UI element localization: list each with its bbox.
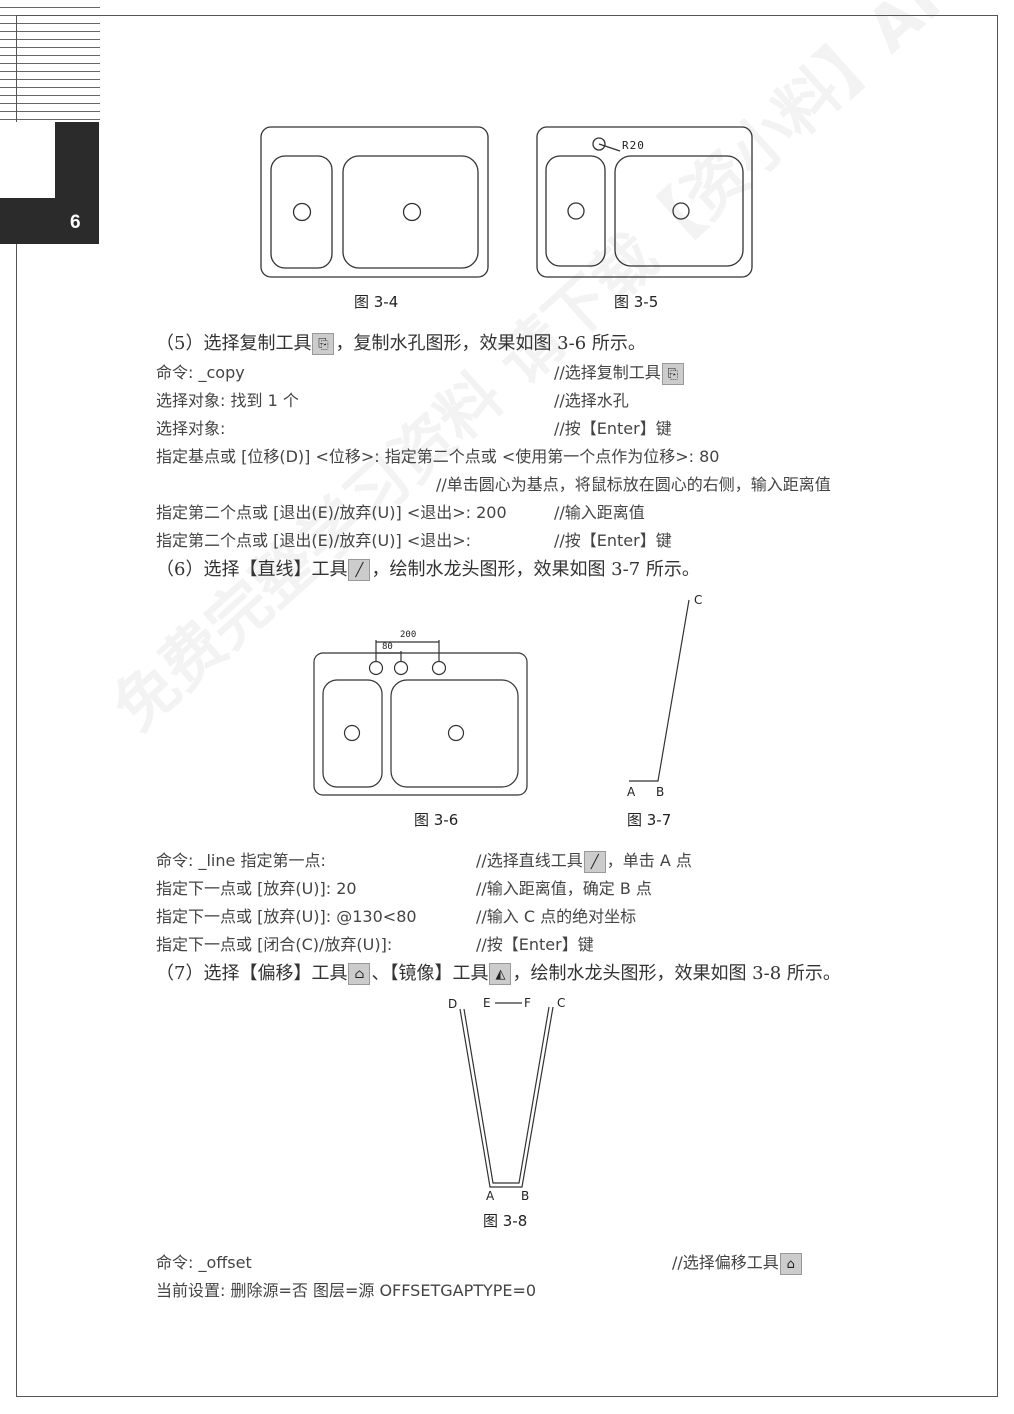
command-comment: //选择水孔 [554,391,629,410]
command-comment: //按【Enter】键 [476,935,594,954]
step-5: （5）选择复制工具⎘，复制水孔图形，效果如图 3-6 所示。 [156,333,646,355]
offset-icon: ⌂ [779,1252,802,1275]
command-comment: //按【Enter】键 [554,419,672,438]
command-line: 选择对象: 找到 1 个 [156,391,299,410]
radius-label: R20 [622,139,645,152]
command-comment: //输入距离值，确定 B 点 [476,879,652,898]
command-line: 指定基点或 [位移(D)] <位移>: 指定第二个点或 <使用第一个点作为位移>… [156,447,720,466]
command-line: 指定下一点或 [闭合(C)/放弃(U)]: [156,935,393,954]
command-line: 选择对象: [156,419,226,438]
copy-icon: ⎘ [312,333,335,355]
command-line: 指定下一点或 [放弃(U)]: 20 [156,879,357,898]
command-comment: //选择复制工具⎘ [554,359,685,385]
figure-3-5 [536,126,753,278]
page-frame [16,15,998,1397]
chapter-number: 6 [70,212,81,233]
point-label: B [521,1189,530,1203]
command-comment: //选择直线工具╱，单击 A 点 [476,847,692,873]
command-comment: //输入 C 点的绝对坐标 [476,907,637,926]
point-label: F [524,996,531,1010]
figure-caption: 图 3-6 [414,811,459,829]
command-comment: //按【Enter】键 [554,531,672,550]
dimension-label: 80 [382,642,393,652]
command-line: 指定第二个点或 [退出(E)/放弃(U)] <退出>: 200 [156,503,507,522]
chapter-tab: 6 [0,122,99,244]
dimension-label: 200 [400,630,417,640]
point-label: A [627,785,636,799]
command-comment: //选择偏移工具⌂ [672,1249,803,1275]
line-icon: ╱ [583,850,606,873]
copy-icon: ⎘ [661,362,684,385]
point-label: B [656,785,665,799]
figure-caption: 图 3-7 [627,811,672,829]
command-line: 指定第二个点或 [退出(E)/放弃(U)] <退出>: [156,531,472,550]
step-6: （6）选择【直线】工具╱，绘制水龙头图形，效果如图 3-7 所示。 [156,559,700,581]
offset-icon: ⌂ [348,963,371,985]
step-7: （7）选择【偏移】工具⌂、【镜像】工具◭，绘制水龙头图形，效果如图 3-8 所示… [156,963,841,985]
figure-3-4 [260,126,489,278]
point-label: C [557,996,566,1010]
point-label: E [483,996,491,1010]
line-icon: ╱ [348,559,371,581]
figure-3-7 [629,599,690,782]
figure-caption: 图 3-4 [354,293,399,311]
point-label: A [486,1189,495,1203]
command-comment: //单击圆心为基点，将鼠标放在圆心的右侧，输入距离值 [436,475,831,494]
command-line: 命令: _copy [156,363,245,382]
command-comment: //输入距离值 [554,503,645,522]
mirror-icon: ◭ [489,963,512,985]
command-line: 指定下一点或 [放弃(U)]: @130<80 [156,907,417,926]
command-line: 命令: _line 指定第一点: [156,851,326,870]
command-line: 命令: _offset [156,1253,252,1272]
command-line: 当前设置: 删除源=否 图层=源 OFFSETGAPTYPE=0 [156,1281,537,1300]
figure-caption: 图 3-8 [483,1212,528,1230]
figure-3-6 [313,640,528,796]
figure-3-8 [459,1002,554,1188]
point-label: D [448,997,458,1011]
figure-caption: 图 3-5 [614,293,659,311]
point-label: C [694,593,703,607]
